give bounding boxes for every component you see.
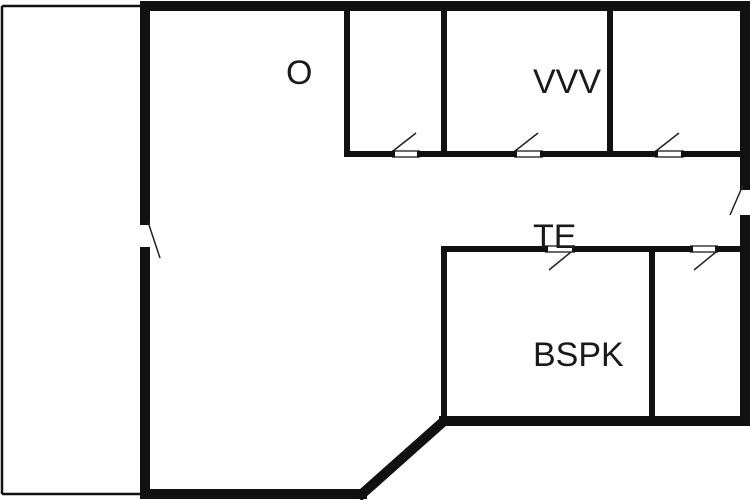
room-label-vvv: VVV — [533, 63, 601, 101]
door-left-entry — [140, 219, 161, 259]
terrace-outline — [0, 4, 140, 496]
room-label-te: TE — [533, 218, 576, 256]
door-upper-1 — [392, 132, 420, 158]
door-lower-2 — [690, 245, 718, 271]
door-right-entry — [729, 184, 750, 221]
door-upper-2 — [514, 132, 543, 158]
door-lower-1 — [545, 245, 575, 271]
interior-walls — [344, 3, 748, 424]
room-label-o: O — [286, 54, 312, 92]
door-upper-3 — [655, 132, 684, 158]
room-label-bspk: BSPK — [533, 336, 624, 374]
